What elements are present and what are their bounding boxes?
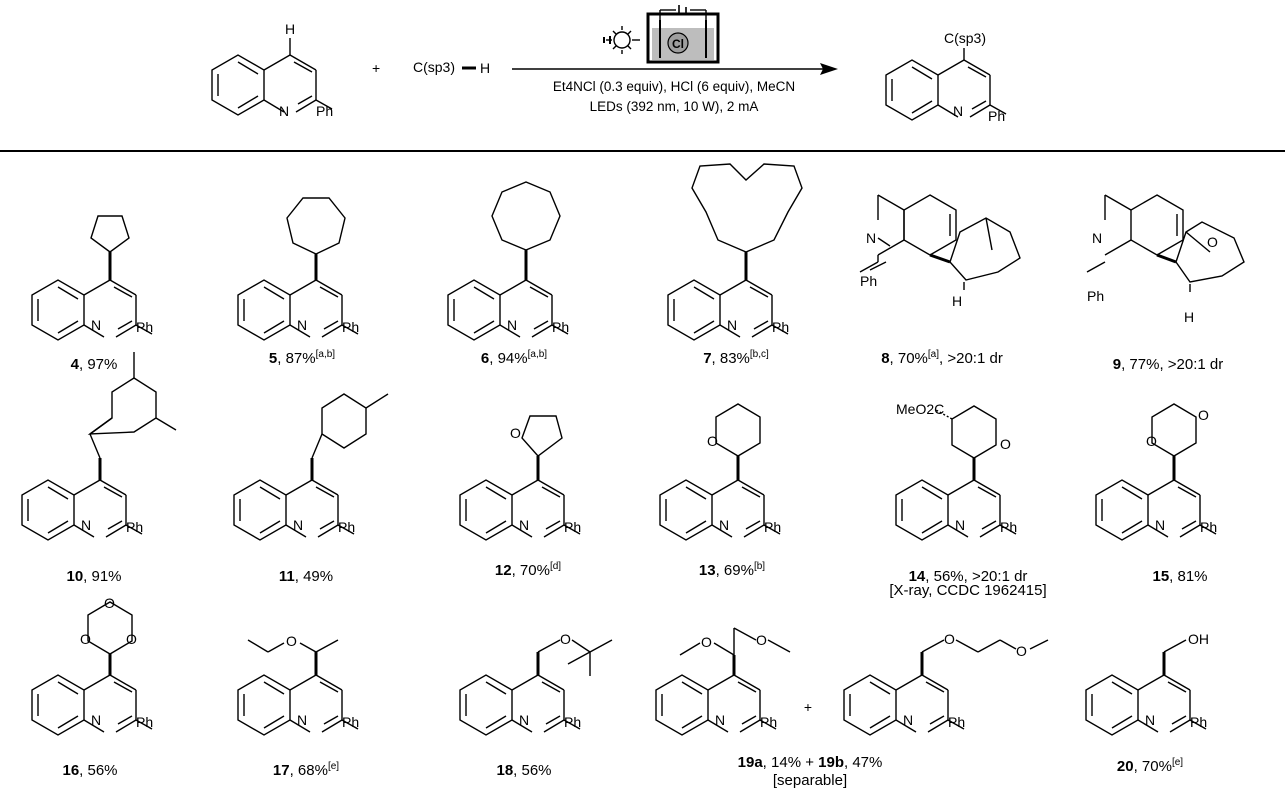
conditions-line-2: LEDs (392 nm, 10 W), 2 mA (589, 99, 759, 114)
atom-o: O (80, 631, 91, 647)
atom-ph: Ph (136, 319, 153, 335)
compound-9-structure (1086, 194, 1245, 292)
atom-n: N (903, 712, 913, 728)
atom-ph: Ph (1190, 714, 1207, 730)
atom-n: N (715, 712, 725, 728)
atom-h: H (285, 21, 295, 37)
atom-ph: Ph (552, 319, 569, 335)
product-substituent: C(sp3) (944, 30, 987, 46)
atom-n: N (1145, 712, 1155, 728)
light-bulb-icon (603, 26, 640, 54)
compound-note: [separable] (772, 772, 848, 789)
atom-n: N (1155, 517, 1165, 533)
plus-sign: + (372, 60, 381, 76)
compound-label: 15, 81% (1152, 568, 1208, 585)
atom-o: O (1000, 436, 1011, 452)
atom-h: H (952, 293, 962, 309)
conditions-line-1: Et4NCl (0.3 equiv), HCl (6 equiv), MeCN (552, 79, 796, 94)
reagent-label: C(sp3) (413, 59, 455, 75)
atom-h: H (480, 60, 490, 76)
atom-ph: Ph (860, 273, 877, 289)
atom-ph: Ph (772, 319, 789, 335)
atom-n: N (297, 317, 307, 333)
compound-label: 7, 83%[b,c] (703, 349, 769, 367)
compound-label: 13, 69%[b] (698, 561, 766, 579)
atom-h: H (1184, 309, 1194, 325)
atom-n: N (519, 712, 529, 728)
compound-label: 4, 97% (70, 356, 118, 373)
atom-o: O (1198, 407, 1209, 423)
compound-label: 5, 87%[a,b] (268, 349, 336, 367)
compound-label: 12, 70%[d] (494, 561, 562, 579)
atom-ph: Ph (316, 103, 333, 119)
atom-o: O (286, 633, 297, 649)
atom-meo2c: MeO2C (896, 401, 944, 417)
atom-ph: Ph (1000, 519, 1017, 535)
atom-n: N (81, 517, 91, 533)
plus-sign: + (804, 699, 812, 715)
atom-n: N (866, 230, 876, 246)
reagent-text: C(sp3) (413, 59, 456, 75)
atom-ph: Ph (1087, 288, 1104, 304)
compound-label: 14, 56%, >20:1 dr (908, 568, 1028, 585)
cell-label: Cl (672, 37, 684, 51)
atom-n: N (955, 517, 965, 533)
atom-ph: Ph (948, 714, 965, 730)
atom-ph: Ph (760, 714, 777, 730)
compound-label: 8, 70%[a], >20:1 dr (881, 349, 1003, 367)
atom-n: N (1092, 230, 1102, 246)
atom-ph: Ph (1200, 519, 1217, 535)
atom-ph: Ph (136, 714, 153, 730)
compound-label: 9, 77%, >20:1 dr (1112, 356, 1224, 373)
compound-label: 18, 56% (496, 762, 552, 779)
atom-oh: OH (1188, 631, 1209, 647)
atom-n: N (953, 103, 963, 119)
atom-o: O (560, 631, 571, 647)
compound-label: 20, 70%[e] (1116, 757, 1184, 775)
atom-ph: Ph (126, 519, 143, 535)
compound-8-structure (859, 194, 1021, 290)
compound-label: 17, 68%[e] (272, 761, 340, 779)
atom-n: N (91, 712, 101, 728)
atom-o: O (707, 433, 718, 449)
compound-label-19: 19a, 14% + 19b, 47% (737, 754, 883, 771)
compound-label: 6, 94%[a,b] (480, 349, 548, 367)
atom-n: N (719, 517, 729, 533)
atom-n: N (519, 517, 529, 533)
starting-quinoline (211, 54, 333, 116)
atom-ph: Ph (988, 108, 1005, 124)
atom-n: N (727, 317, 737, 333)
atom-n: N (293, 517, 303, 533)
atom-o: O (1207, 234, 1218, 250)
atom-n: N (91, 317, 101, 333)
atom-ph: Ph (342, 714, 359, 730)
atom-ph: Ph (564, 714, 581, 730)
atom-o: O (510, 425, 521, 441)
atom-n: N (507, 317, 517, 333)
atom-ph: Ph (564, 519, 581, 535)
compound-label: 11, 49% (278, 568, 334, 585)
atom-o: O (1016, 643, 1027, 659)
atom-n: N (297, 712, 307, 728)
compound-note: [X-ray, CCDC 1962415] (889, 582, 1047, 599)
compound-label: 16, 56% (62, 762, 118, 779)
atom-o: O (701, 634, 712, 650)
atom-ph: Ph (342, 319, 359, 335)
atom-ph: Ph (764, 519, 781, 535)
atom-o: O (126, 631, 137, 647)
atom-o: O (1146, 433, 1157, 449)
compound-label: 10, 91% (66, 568, 122, 585)
atom-o: O (104, 595, 115, 611)
atom-o: O (944, 631, 955, 647)
atom-n: N (279, 103, 289, 119)
atom-o: O (756, 632, 767, 648)
atom-ph: Ph (338, 519, 355, 535)
electrochemical-cell-icon: Cl (646, 5, 720, 64)
